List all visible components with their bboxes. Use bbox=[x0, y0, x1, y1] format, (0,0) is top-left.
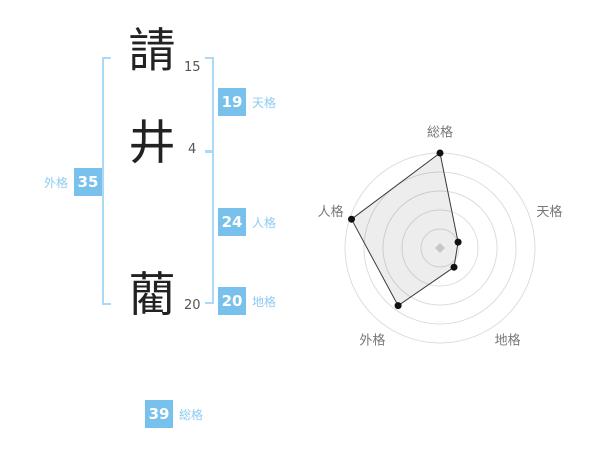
radar-grid-ring bbox=[420, 228, 460, 268]
chikaku-value-box: 20 bbox=[218, 287, 246, 315]
chikaku-label: 地格 bbox=[252, 295, 277, 309]
name-character-1: 請 bbox=[128, 24, 176, 79]
gaikaku-label: 外格 bbox=[44, 176, 69, 190]
soukaku-label: 総格 bbox=[179, 408, 204, 422]
radar-grid-ring bbox=[382, 190, 498, 306]
jinkaku-value-box: 24 bbox=[218, 208, 246, 236]
stroke-count-1: 15 bbox=[184, 60, 201, 75]
radar-axis-label: 天格 bbox=[536, 204, 562, 220]
radar-chart: 総格天格地格 外格 人格 bbox=[305, 115, 595, 385]
jinkaku-bracket bbox=[205, 151, 214, 304]
radar-data-point bbox=[450, 263, 458, 271]
radar-axis-label: 総格 bbox=[427, 125, 453, 141]
soukaku-value-box: 39 bbox=[145, 400, 173, 428]
radar-data-point bbox=[454, 238, 462, 246]
gaikaku-value-box: 35 bbox=[74, 168, 102, 196]
radar-grid-ring bbox=[363, 171, 517, 325]
gaikaku-bracket bbox=[102, 57, 111, 305]
name-character-3: 藺 bbox=[128, 268, 176, 323]
stroke-count-2: 4 bbox=[188, 142, 197, 157]
stroke-count-3: 20 bbox=[184, 298, 201, 313]
radar-data-point bbox=[394, 302, 402, 310]
radar-data-point bbox=[348, 215, 355, 223]
radar-axis-label: 人格 bbox=[318, 204, 344, 220]
name-character-2: 井 bbox=[128, 116, 176, 171]
tenkaku-bracket bbox=[205, 57, 214, 152]
tenkaku-value-box: 19 bbox=[218, 88, 246, 116]
tenkaku-label: 天格 bbox=[252, 96, 277, 110]
jinkaku-label: 人格 bbox=[252, 216, 277, 230]
radar-data-polygon bbox=[350, 152, 459, 307]
radar-data-point bbox=[436, 149, 444, 157]
radar-axis-label: 外格 bbox=[359, 333, 385, 349]
radar-grid-ring bbox=[401, 209, 479, 287]
radar-center-marker bbox=[435, 243, 445, 253]
radar-axis-label: 地格 bbox=[495, 333, 521, 349]
